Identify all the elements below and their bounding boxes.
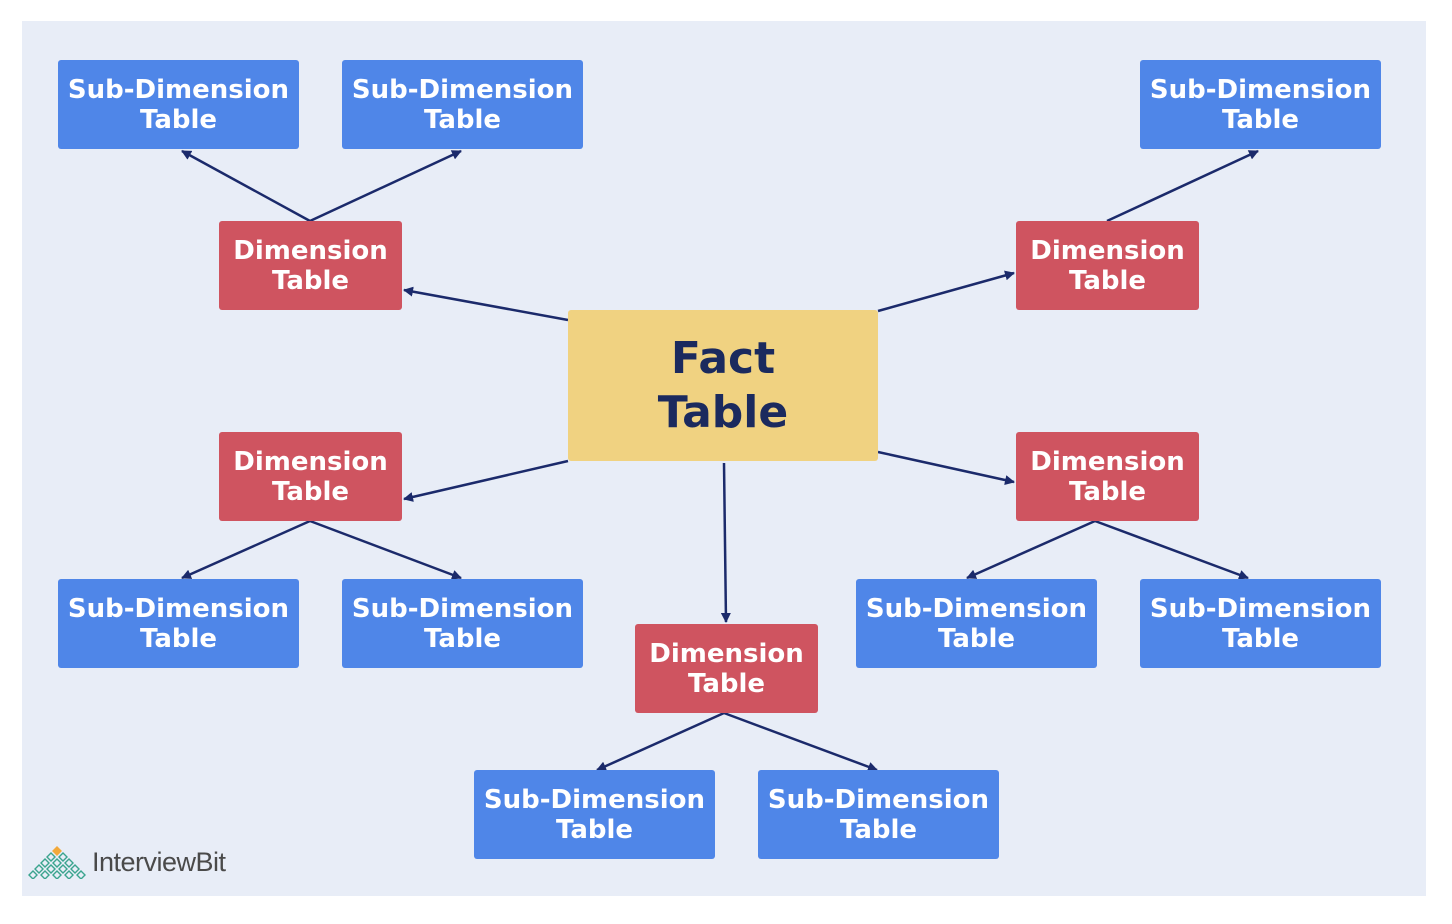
fact-table-node: Fact Table: [568, 310, 878, 461]
sub-dimension-label-line1: Sub-Dimension: [483, 784, 706, 815]
sub-dimension-label-line2: Table: [1221, 104, 1300, 135]
dimension-label-line2: Table: [1068, 265, 1147, 296]
dimension-label-line2: Table: [1068, 476, 1147, 507]
arrow-dim-b-to-sub-2: [723, 711, 878, 772]
sub-dimension-table: Sub-Dimension Table: [474, 770, 715, 859]
arrow-dim-mr-to-sub-2: [1094, 519, 1249, 580]
arrow-fact-to-dim-mid-left: [403, 459, 569, 502]
sub-dimension-label-line1: Sub-Dimension: [1149, 593, 1372, 624]
sub-dimension-table: Sub-Dimension Table: [1140, 579, 1381, 668]
sub-dimension-label-line2: Table: [423, 104, 502, 135]
dimension-label-line2: Table: [271, 476, 350, 507]
dimension-table-top-right: Dimension Table: [1016, 221, 1199, 310]
dimension-label-line2: Table: [687, 668, 766, 699]
sub-dimension-table: Sub-Dimension Table: [342, 60, 583, 149]
sub-dimension-label-line1: Sub-Dimension: [351, 593, 574, 624]
arrow-fact-to-dim-bottom: [720, 462, 731, 623]
sub-dimension-table: Sub-Dimension Table: [856, 579, 1097, 668]
interviewbit-logo-icon: [28, 846, 86, 879]
arrow-dim-mr-to-sub-1: [966, 519, 1096, 580]
arrow-fact-to-dim-top-right: [877, 270, 1015, 313]
fact-table-line2: Table: [657, 386, 789, 438]
sub-dimension-label-line2: Table: [139, 104, 218, 135]
dimension-table-mid-left: Dimension Table: [219, 432, 402, 521]
sub-dimension-table: Sub-Dimension Table: [342, 579, 583, 668]
sub-dimension-table: Sub-Dimension Table: [58, 60, 299, 149]
interviewbit-logo: InterviewBit: [28, 840, 248, 884]
sub-dimension-table: Sub-Dimension Table: [58, 579, 299, 668]
dimension-label-line1: Dimension: [1030, 446, 1185, 477]
arrow-fact-to-dim-top-left: [403, 286, 569, 322]
dimension-label-line2: Table: [271, 265, 350, 296]
sub-dimension-label-line1: Sub-Dimension: [767, 784, 990, 815]
dimension-table-bottom: Dimension Table: [635, 624, 818, 713]
sub-dimension-label-line2: Table: [839, 814, 918, 845]
sub-dimension-label-line1: Sub-Dimension: [351, 74, 574, 105]
arrow-dim-ml-to-sub-1: [181, 519, 311, 580]
sub-dimension-label-line1: Sub-Dimension: [67, 74, 290, 105]
dimension-label-line1: Dimension: [649, 638, 804, 669]
sub-dimension-table: Sub-Dimension Table: [758, 770, 999, 859]
arrow-dim-b-to-sub-1: [596, 711, 725, 772]
fact-table-line1: Fact: [670, 332, 776, 384]
dimension-label-line1: Dimension: [233, 235, 388, 266]
sub-dimension-label-line2: Table: [139, 623, 218, 654]
arrow-fact-to-dim-mid-right: [877, 450, 1015, 485]
sub-dimension-label-line1: Sub-Dimension: [67, 593, 290, 624]
dimension-label-line1: Dimension: [233, 446, 388, 477]
dimension-label-line1: Dimension: [1030, 235, 1185, 266]
arrow-dim-ml-to-sub-2: [309, 519, 462, 580]
dimension-table-top-left: Dimension Table: [219, 221, 402, 310]
dimension-table-mid-right: Dimension Table: [1016, 432, 1199, 521]
sub-dimension-label-line1: Sub-Dimension: [1149, 74, 1372, 105]
sub-dimension-label-line2: Table: [937, 623, 1016, 654]
sub-dimension-label-line1: Sub-Dimension: [865, 593, 1088, 624]
sub-dimension-table: Sub-Dimension Table: [1140, 60, 1381, 149]
interviewbit-logo-text: InterviewBit: [92, 846, 226, 877]
arrow-dim-tl-to-sub-2: [309, 149, 462, 223]
arrow-dim-tr-to-sub: [1106, 149, 1259, 223]
sub-dimension-label-line2: Table: [555, 814, 634, 845]
sub-dimension-label-line2: Table: [1221, 623, 1300, 654]
arrow-dim-tl-to-sub-1: [181, 149, 311, 223]
sub-dimension-label-line2: Table: [423, 623, 502, 654]
